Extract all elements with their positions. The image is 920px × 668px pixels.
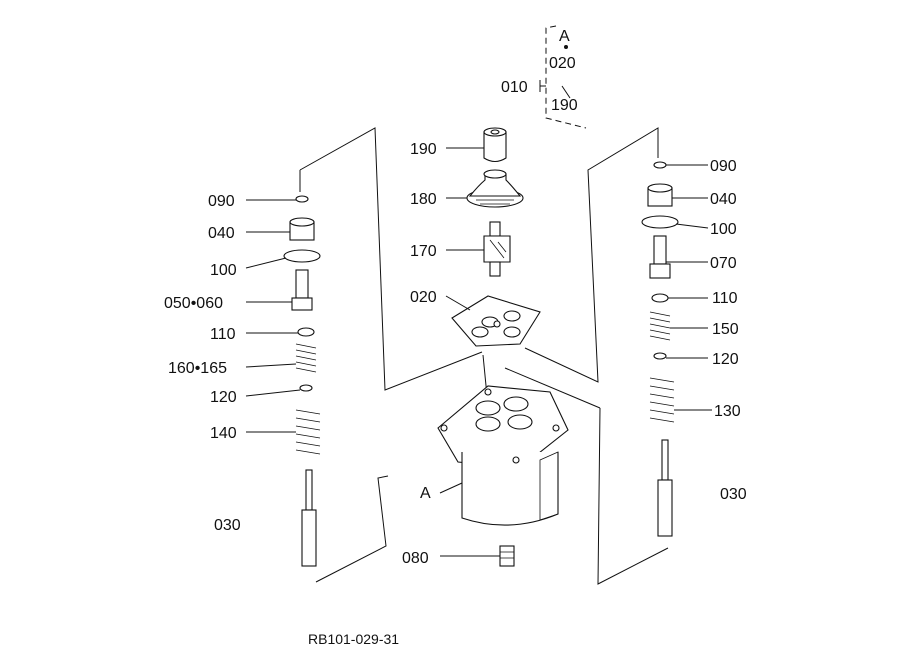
right-label-040: 040: [710, 191, 737, 208]
label-020: 020: [410, 289, 437, 306]
part-020-plate: [451, 295, 541, 347]
left-label-110: 110: [210, 326, 236, 343]
left-label-100: 100: [210, 262, 237, 279]
label-080: 080: [402, 550, 429, 567]
right-label-130: 130: [714, 403, 741, 420]
group-020-label: 020: [549, 55, 576, 72]
left-label-160-165: 160•165: [168, 360, 227, 377]
housing-A: [437, 385, 569, 526]
left-label-050-060: 050•060: [164, 295, 223, 312]
assembly-bracket: [539, 25, 587, 129]
right-label-120: 120: [712, 351, 739, 368]
part-170-joint: [483, 221, 511, 277]
label-170: 170: [410, 243, 437, 260]
group-ref-label: A: [559, 28, 570, 45]
left-label-090: 090: [208, 193, 235, 210]
left-column-parts: [283, 195, 321, 567]
assembly-lines: [299, 127, 669, 585]
part-190-cap: [483, 127, 507, 163]
label-A: A: [420, 485, 431, 502]
part-080-plug: [499, 545, 515, 567]
group-010-label: 010: [501, 79, 528, 96]
right-label-070: 070: [710, 255, 737, 272]
right-label-150: 150: [712, 321, 739, 338]
right-label-090: 090: [710, 158, 737, 175]
group-190-label: 190: [551, 97, 578, 114]
left-label-120: 120: [210, 389, 237, 406]
left-label-140: 140: [210, 425, 237, 442]
right-label-110: 110: [712, 290, 738, 307]
right-column-parts: [641, 161, 679, 537]
part-180-boot: [466, 169, 524, 208]
label-180: 180: [410, 191, 437, 208]
right-label-100: 100: [710, 221, 737, 238]
left-label-030: 030: [214, 517, 241, 534]
label-leaders: [245, 147, 712, 557]
label-190: 190: [410, 141, 437, 158]
right-label-030: 030: [720, 486, 747, 503]
figure-code: RB101-029-31: [308, 631, 399, 647]
left-label-040: 040: [208, 225, 235, 242]
